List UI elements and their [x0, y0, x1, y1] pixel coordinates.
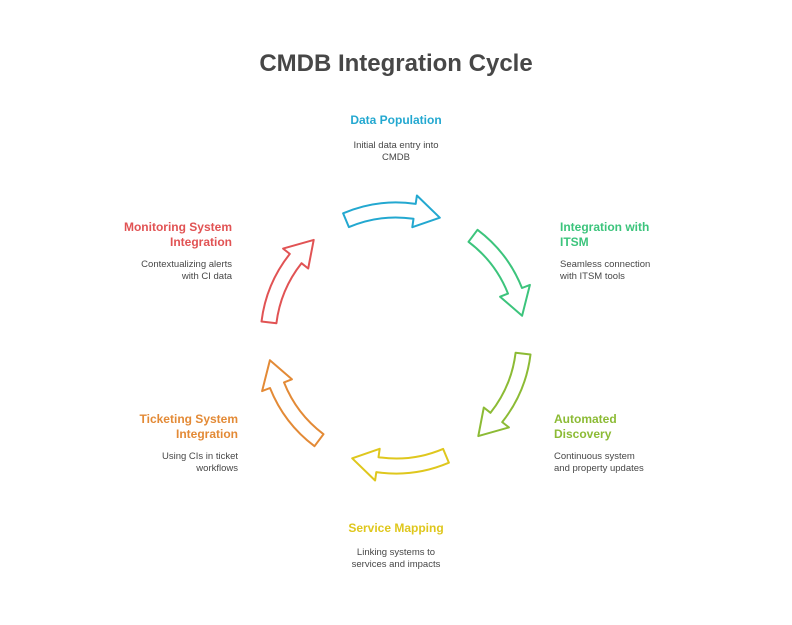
monitoring-heading-line: Monitoring System — [123, 220, 232, 234]
service-mapping-desc: Linking systems to services and impacts — [296, 547, 496, 571]
automated-discovery-heading-line: Automated — [554, 412, 617, 426]
automated-discovery-heading-line: Discovery — [554, 427, 612, 441]
automated-discovery-arrow — [477, 351, 532, 438]
data-population-heading-line: Data Population — [350, 113, 442, 127]
monitoring-desc: Contextualizing alerts with CI data — [32, 259, 232, 283]
service-mapping-desc-line: services and impacts — [351, 559, 441, 570]
integration-itsm-arrow — [467, 228, 531, 317]
service-mapping-heading-line: Service Mapping — [348, 521, 444, 535]
integration-itsm-heading: Integration with ITSM — [560, 220, 760, 250]
data-population-desc-line: Initial data entry into — [353, 140, 439, 151]
monitoring-desc-line: Contextualizing alerts — [141, 259, 232, 270]
automated-discovery-desc-line: Continuous system — [554, 451, 635, 462]
monitoring-heading: Monitoring System Integration — [32, 220, 232, 250]
ticketing-desc-line: Using CIs in ticket — [161, 451, 238, 462]
monitoring-desc-line: with CI data — [181, 271, 232, 282]
ticketing-arrow — [261, 359, 325, 448]
data-population-arrow — [342, 194, 441, 229]
ticketing-heading: Ticketing System Integration — [38, 412, 238, 442]
automated-discovery-desc: Continuous system and property updates — [554, 451, 754, 475]
data-population-heading: Data Population — [296, 113, 496, 128]
integration-itsm-desc: Seamless connection with ITSM tools — [560, 259, 760, 283]
service-mapping-desc-line: Linking systems to — [356, 547, 436, 558]
ticketing-desc-line: workflows — [196, 463, 238, 474]
service-mapping-arrow — [351, 447, 450, 482]
automated-discovery-heading: Automated Discovery — [554, 412, 754, 442]
monitoring-arrow — [260, 238, 315, 325]
integration-itsm-desc-line: with ITSM tools — [560, 271, 625, 282]
ticketing-heading-line: Ticketing System — [139, 412, 238, 426]
automated-discovery-desc-line: and property updates — [554, 463, 644, 474]
diagram-title: CMDB Integration Cycle — [259, 50, 533, 77]
integration-itsm-heading-line: ITSM — [560, 235, 589, 249]
ticketing-desc: Using CIs in ticket workflows — [38, 451, 238, 475]
integration-itsm-heading-line: Integration with — [560, 220, 650, 234]
integration-itsm-desc-line: Seamless connection — [560, 259, 651, 270]
data-population-desc-line: CMDB — [382, 152, 410, 163]
ticketing-heading-line: Integration — [176, 427, 238, 441]
data-population-desc: Initial data entry into CMDB — [296, 140, 496, 164]
service-mapping-heading: Service Mapping — [296, 521, 496, 536]
monitoring-heading-line: Integration — [170, 235, 232, 249]
